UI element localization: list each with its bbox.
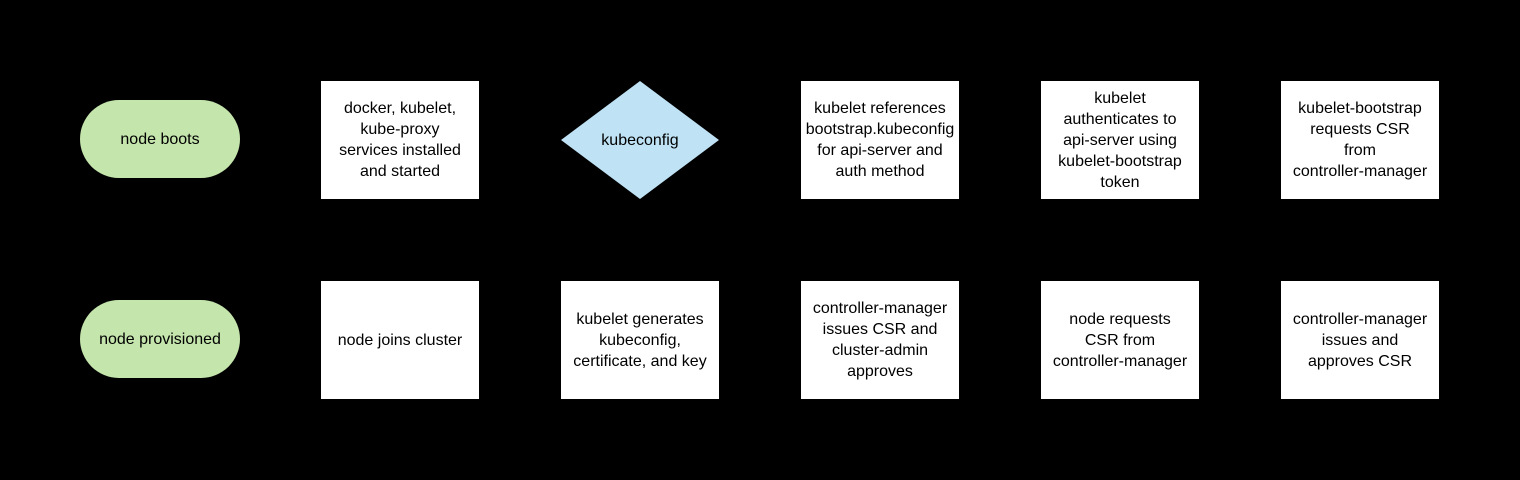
node-label-node-boots: node boots xyxy=(120,130,200,148)
node-label-node-provisioned: node provisioned xyxy=(99,330,221,348)
node-label-bootstrap-requests-csr: kubelet-bootstrap requests CSR from cont… xyxy=(1292,100,1428,180)
decision-node-kubeconfig-decision: kubeconfig xyxy=(561,81,719,199)
node-label-kubelet-generates-kubeconfig: kubelet generates kubeconfig, certificat… xyxy=(573,310,707,370)
node-label-references-bootstrap-kubeconfig: kubelet references bootstrap.kubeconfig … xyxy=(805,100,955,180)
node-label-services-installed: docker, kubelet, kube-proxy services ins… xyxy=(339,100,461,180)
process-node-bootstrap-requests-csr: kubelet-bootstrap requests CSR from cont… xyxy=(1281,81,1439,199)
process-node-cm-issues-csr-admin-approves: controller-manager issues CSR and cluste… xyxy=(801,281,959,399)
node-label-cm-issues-and-approves-csr: controller-manager issues and approves C… xyxy=(1292,310,1428,370)
node-label-node-joins-cluster: node joins cluster xyxy=(337,331,463,349)
process-node-kubelet-generates-kubeconfig: kubelet generates kubeconfig, certificat… xyxy=(561,281,719,399)
process-node-services-installed: docker, kubelet, kube-proxy services ins… xyxy=(321,81,479,199)
process-node-node-requests-csr: node requests CSR from controller-manage… xyxy=(1041,281,1199,399)
process-node-references-bootstrap-kubeconfig: kubelet references bootstrap.kubeconfig … xyxy=(801,81,959,199)
terminal-node-node-boots: node boots xyxy=(80,100,240,178)
process-node-authenticates-to-apiserver: kubelet authenticates to api-server usin… xyxy=(1041,81,1199,199)
node-label-node-requests-csr: node requests CSR from controller-manage… xyxy=(1052,310,1188,370)
process-node-cm-issues-and-approves-csr: controller-manager issues and approves C… xyxy=(1281,281,1439,399)
node-label-kubeconfig-decision: kubeconfig xyxy=(601,131,679,149)
process-node-node-joins-cluster: node joins cluster xyxy=(321,281,479,399)
node-label-authenticates-to-apiserver: kubelet authenticates to api-server usin… xyxy=(1058,89,1182,191)
node-label-cm-issues-csr-admin-approves: controller-manager issues CSR and cluste… xyxy=(812,300,948,380)
terminal-node-node-provisioned: node provisioned xyxy=(80,300,240,378)
